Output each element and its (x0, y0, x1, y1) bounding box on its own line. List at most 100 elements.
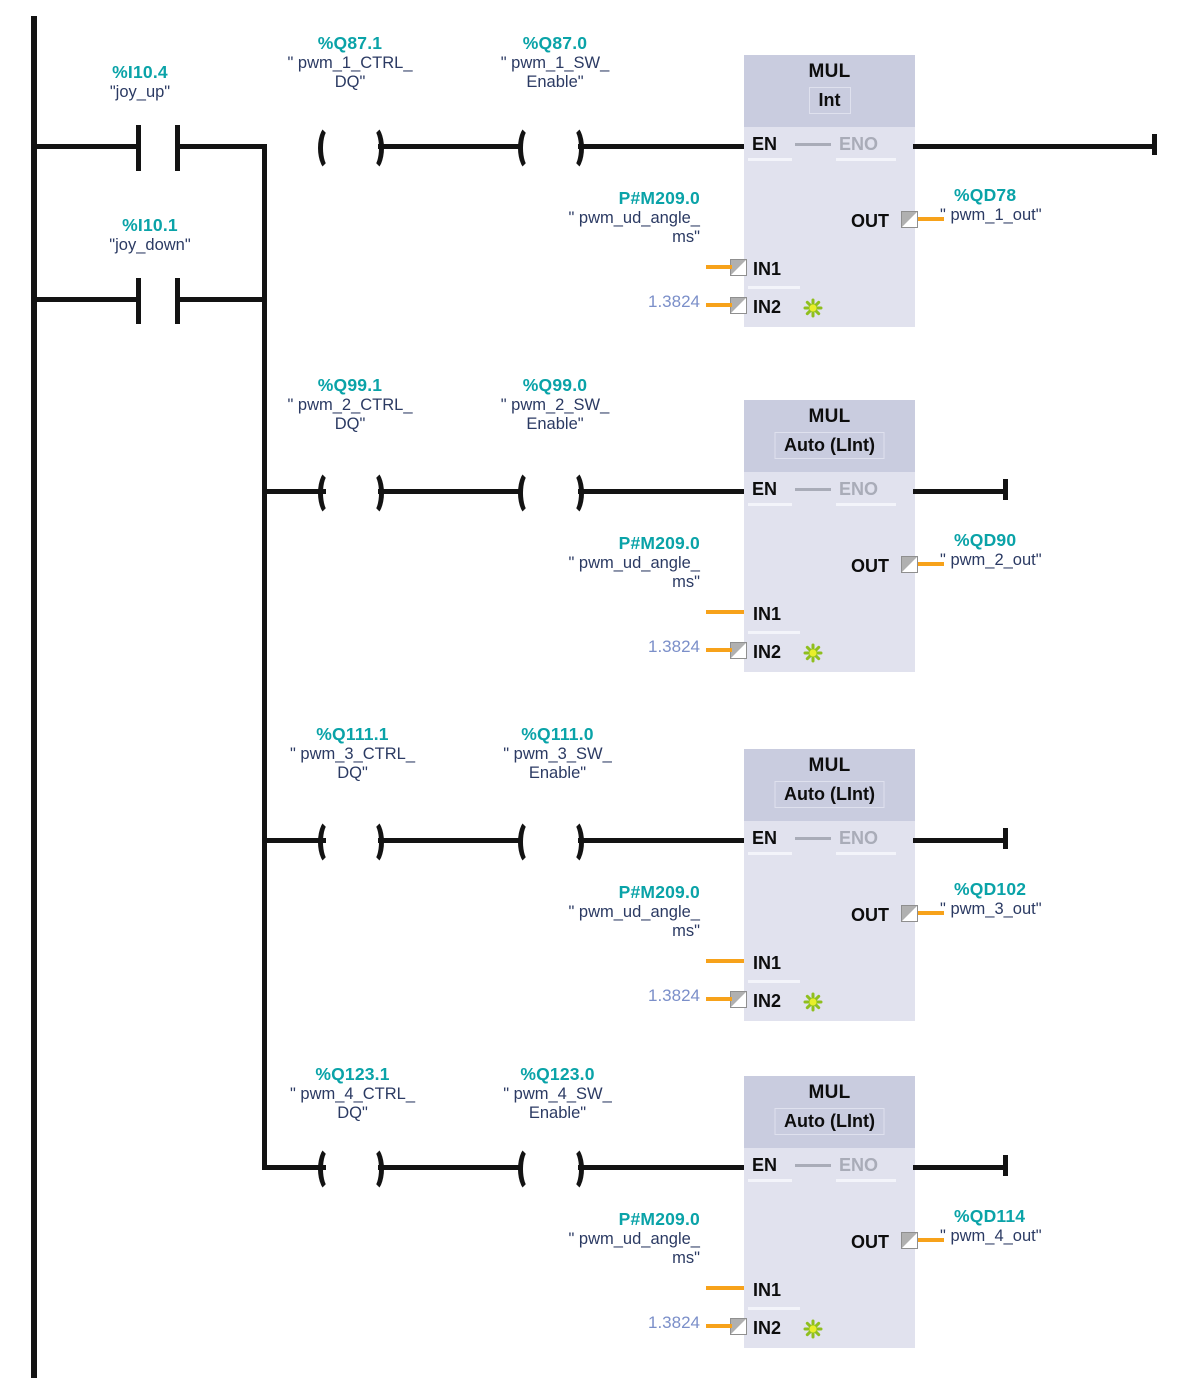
rung4-mul-type-dropdown[interactable]: Auto (LInt) (774, 1108, 885, 1135)
rung1-mul-type-dropdown[interactable]: Int (808, 87, 851, 114)
rung2-mul-out-connector[interactable] (901, 556, 918, 573)
rung2-coil-enable[interactable] (518, 470, 584, 516)
rung1-mul-out-wire (918, 217, 944, 221)
rung4-mul-out-label: OUT (851, 1232, 889, 1252)
rung1-eno-wire (913, 144, 1155, 149)
rung2-mul-in2-connector[interactable] (730, 642, 747, 659)
rung1-branch-wire-right (180, 297, 267, 302)
rung2-coil-ctrl-address: %Q99.1 (317, 375, 383, 395)
rung2-coil-ctrl[interactable] (318, 470, 384, 516)
rung1-coil-ctrl[interactable] (318, 125, 384, 171)
rung4-mul-en-eno-link (795, 1164, 831, 1167)
input-joy-up-labels: %I10.4 "joy_up" (60, 62, 220, 102)
rung1-out-labels: %QD78 " pwm_1_out" (940, 185, 1170, 225)
rung3-in1-address: P#M209.0 (618, 882, 700, 902)
rung3-mul-in2-connector[interactable] (730, 991, 747, 1008)
rung2-mul-name: MUL (808, 406, 851, 427)
green-asterisk-icon (803, 298, 823, 318)
input-joy-up-symbol: "joy_up" (109, 82, 171, 101)
rung2-mul-en-label: EN (752, 479, 778, 499)
rung2-coil-ctrl-symbol-line1: " pwm_2_CTRL_ (287, 395, 413, 414)
rung3-in2-constant[interactable]: 1.3824 (648, 986, 700, 1005)
rung1-coil-ctrl-address: %Q87.1 (317, 33, 383, 53)
green-asterisk-icon (803, 643, 823, 663)
rung4-coil-enable[interactable] (518, 1146, 584, 1192)
rung2-mul-in2-label: IN2 (753, 642, 782, 662)
rung1-out-address: %QD78 (954, 185, 1017, 205)
rung1-mul-in2-connector[interactable] (730, 297, 747, 314)
rung2-wire-from-trunk (262, 489, 326, 494)
rung4-mul-name: MUL (808, 1082, 851, 1103)
rung1-coil-enable[interactable] (518, 125, 584, 171)
rung3-wire-to-en (578, 838, 744, 843)
rung3-wire-after-ctrl (378, 838, 522, 843)
rung2-out-labels: %QD90 " pwm_2_out" (940, 530, 1170, 570)
rung4-coil-ctrl-left-paren (318, 1146, 340, 1192)
rung4-coil-ctrl[interactable] (318, 1146, 384, 1192)
rung3-mul-out-wire (918, 911, 944, 915)
rung2-wire-to-en (578, 489, 744, 494)
rung1-in1-address: P#M209.0 (618, 188, 700, 208)
rung4-wire-after-ctrl (378, 1165, 522, 1170)
rung3-eno-terminator (1003, 828, 1008, 849)
rung2-wire-after-ctrl (378, 489, 522, 494)
rung3-mul-out-connector[interactable] (901, 905, 918, 922)
rung3-coil-ctrl[interactable] (318, 819, 384, 865)
contact-joy-up[interactable] (136, 125, 180, 171)
rung2-eno-terminator (1003, 479, 1008, 500)
rung3-mul-block[interactable]: MUL Auto (LInt) EN ENO OUT IN1 IN2 (744, 749, 915, 1021)
rung1-mul-in1-connector[interactable] (730, 259, 747, 276)
rung1-input-wire-left (31, 144, 136, 149)
contact-joy-down[interactable] (136, 278, 180, 324)
contact-joy-down-left-bar (136, 278, 141, 324)
rung2-in2-constant[interactable]: 1.3824 (648, 637, 700, 656)
rung1-in1-symbol-line2: ms" (672, 228, 700, 247)
rung1-wire-to-en (578, 144, 744, 149)
rung2-coil-ctrl-labels: %Q99.1 " pwm_2_CTRL_ DQ" (255, 375, 445, 435)
rung4-coil-enable-symbol-line1: " pwm_4_SW_ (503, 1084, 612, 1103)
rung4-in2-constant[interactable]: 1.3824 (648, 1313, 700, 1332)
rung3-out-symbol: " pwm_3_out" (940, 899, 1042, 918)
rung1-input-wire-right (180, 144, 267, 149)
rung1-mul-block[interactable]: MUL Int EN ENO OUT IN1 IN2 (744, 55, 915, 327)
rung4-coil-enable-labels: %Q123.0 " pwm_4_SW_ Enable" (470, 1064, 645, 1124)
rung4-mul-sep-under-in1 (748, 1307, 800, 1310)
rung4-mul-out-connector[interactable] (901, 1232, 918, 1249)
contact-joy-down-right-bar (175, 278, 180, 324)
rung1-in2-constant[interactable]: 1.3824 (648, 292, 700, 311)
rung4-eno-wire (913, 1165, 1006, 1170)
rung3-coil-enable[interactable] (518, 819, 584, 865)
rung1-in1-symbol-line1: " pwm_ud_angle_ (568, 208, 700, 227)
rung4-mul-sep-under-eno (836, 1179, 896, 1182)
rung4-mul-in1-wire (706, 1286, 744, 1290)
rung4-coil-ctrl-address: %Q123.1 (315, 1064, 390, 1084)
rung4-coil-enable-symbol-line2: Enable" (528, 1104, 587, 1123)
rung2-coil-enable-symbol-line2: Enable" (526, 415, 584, 434)
rung3-in1-symbol-line1: " pwm_ud_angle_ (568, 902, 700, 921)
rung2-mul-sep-under-en (748, 503, 792, 506)
rung1-mul-out-connector[interactable] (901, 211, 918, 228)
rung3-coil-enable-address: %Q111.0 (521, 724, 594, 744)
rung4-mul-in2-connector[interactable] (730, 1318, 747, 1335)
rung4-mul-block[interactable]: MUL Auto (LInt) EN ENO OUT IN1 IN2 (744, 1076, 915, 1348)
rung3-coil-ctrl-address: %Q111.1 (316, 724, 389, 744)
rung3-mul-sep-under-en (748, 852, 792, 855)
rung3-wire-from-trunk (262, 838, 326, 843)
rung4-wire-from-trunk (262, 1165, 326, 1170)
rung3-mul-type-dropdown[interactable]: Auto (LInt) (774, 781, 885, 808)
rung3-coil-ctrl-symbol-line2: DQ" (337, 764, 368, 783)
rung2-in1-symbol-line2: ms" (672, 573, 700, 592)
rung2-coil-enable-left-paren (518, 470, 540, 516)
rung2-mul-type-dropdown[interactable]: Auto (LInt) (774, 432, 885, 459)
rung3-coil-enable-symbol-line1: " pwm_3_SW_ (503, 744, 612, 763)
rung4-in1-labels: P#M209.0 " pwm_ud_angle_ ms" (520, 1209, 700, 1269)
rung4-in1-symbol-line2: ms" (672, 1249, 700, 1268)
rung2-mul-block[interactable]: MUL Auto (LInt) EN ENO OUT IN1 IN2 (744, 400, 915, 672)
rung2-eno-wire (913, 489, 1006, 494)
rung4-coil-ctrl-symbol-line2: DQ" (337, 1104, 368, 1123)
input-joy-down-labels: %I10.1 "joy_down" (60, 215, 240, 255)
rung4-out-address: %QD114 (954, 1206, 1026, 1226)
rung1-coil-enable-symbol-line2: Enable" (526, 73, 584, 92)
rung2-mul-sep-under-in1 (748, 631, 800, 634)
rung2-mul-en-eno-link (795, 488, 831, 491)
